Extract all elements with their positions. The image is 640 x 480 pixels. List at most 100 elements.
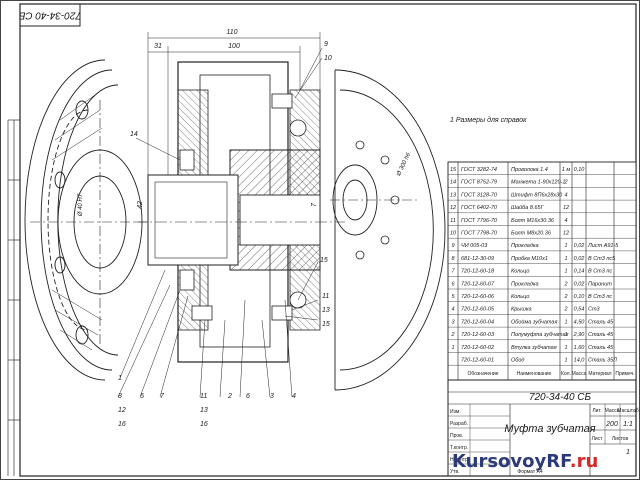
left-end-view xyxy=(24,59,150,381)
spec-cell-mat: В Ст3 пс5 xyxy=(588,256,616,262)
callout-7: 7 xyxy=(160,393,165,400)
callout-12: 12 xyxy=(118,407,126,414)
watermark-accent: ru xyxy=(577,451,599,472)
spec-header-cell: Кол. xyxy=(561,371,571,377)
spec-cell-mat: Сталь 45 xyxy=(588,332,614,338)
watermark-dot: . xyxy=(570,451,577,472)
spec-cell-pos: 7 xyxy=(451,269,455,275)
spec-cell-pos: 13 xyxy=(450,192,457,198)
dim-bore: 42 xyxy=(137,201,144,209)
spec-cell-mat: Ст3 xyxy=(588,307,601,313)
spec-header-cell: Материал xyxy=(588,371,611,377)
spec-cell-mass: 4,50 xyxy=(574,319,586,325)
title-scale: 1:1 xyxy=(623,421,633,428)
spec-cell-mat: Сталь 45 xyxy=(588,319,614,325)
rotated-stamp-code: 720-34-40 СБ xyxy=(18,9,81,20)
title-sheets: 1 xyxy=(626,449,630,456)
role-2: Пров. xyxy=(450,433,463,439)
spec-cell-mass: 1,60 xyxy=(574,345,586,351)
spec-cell-pos: 14 xyxy=(450,180,456,186)
callout-5: 5 xyxy=(140,393,144,400)
spec-cell-name: Пробка М10х1 xyxy=(511,256,548,262)
callout-6: 6 xyxy=(246,393,250,400)
callout-13b: 13 xyxy=(322,307,330,314)
spec-cell-qty: 12 xyxy=(563,231,569,237)
spec-cell-pos: 5 xyxy=(451,294,455,300)
main-section xyxy=(135,61,345,363)
spec-cell-code: 720-12-60-03 xyxy=(461,332,495,338)
callout-13: 13 xyxy=(200,407,208,414)
left-margin-columns xyxy=(7,119,20,476)
spec-cell-pos: 11 xyxy=(450,218,456,224)
title-sheets-label: Листов xyxy=(612,436,629,442)
spec-cell-pos: 3 xyxy=(451,319,455,325)
spec-cell-name: Кольцо xyxy=(511,294,529,300)
role-4: Н.контр. xyxy=(450,457,469,463)
spec-cell-mat: Лист А91-5 xyxy=(587,243,619,249)
spec-cell-qty: 2 xyxy=(563,307,567,313)
spec-cell-mass: 2,90 xyxy=(573,332,586,338)
spec-cell-pos: 12 xyxy=(450,205,456,211)
rotated-stamp: 720-34-40 СБ xyxy=(18,3,81,27)
spec-cell-name: Манжета 1-90х120-1 xyxy=(511,180,565,186)
callouts-right: 9 10 15 11 13 15 xyxy=(320,41,332,328)
title-mass: 200 xyxy=(605,421,618,428)
callouts-left: 1 8 12 16 5 7 11 13 16 2 6 3 4 14 xyxy=(118,131,296,428)
callout-16: 16 xyxy=(118,421,126,428)
spec-cell-name: Прокладка xyxy=(511,243,539,249)
title-lit-label: Лит. xyxy=(592,408,601,414)
callout-14: 14 xyxy=(130,131,138,138)
spec-cell-name: Болт М8х20.36 xyxy=(511,231,552,237)
spec-cell-qty: 12 xyxy=(563,205,569,211)
spec-cell-name: Втулка зубчатая xyxy=(511,345,557,351)
spec-cell-pos: 10 xyxy=(450,231,457,237)
callout-8: 8 xyxy=(118,393,122,400)
spec-cell-name: Крышка xyxy=(511,307,532,313)
spec-cell-code: 720-12-60-18 xyxy=(461,269,495,275)
spec-cell-mat: В Ст3 пс xyxy=(588,294,612,300)
callout-15b: 15 xyxy=(322,321,330,328)
right-end-view xyxy=(330,69,446,391)
spec-cell-code: 720-12-60-05 xyxy=(461,307,495,313)
spec-cell-qty: 1 xyxy=(564,319,567,325)
spec-cell-name: Шайба 8.65Г xyxy=(511,204,545,211)
svg-text:KursovoyRF.ru[interactable]: KursovoyRF.ru xyxy=(452,451,598,472)
spec-header-cell: Обозначение xyxy=(468,371,499,377)
spec-cell-name: Обойма зубчатая xyxy=(511,318,557,325)
title-sheet-label: Лист xyxy=(592,436,604,442)
callout-11: 11 xyxy=(200,393,207,400)
role-1: Разраб. xyxy=(450,421,468,427)
spec-cell-pos: 2 xyxy=(450,332,454,338)
spec-cell-code: ГОСТ 7796-70 xyxy=(461,218,498,224)
spec-cell-mat: В Ст3 пс xyxy=(588,269,612,275)
spec-cell-pos: 8 xyxy=(451,256,455,262)
title-name: Муфта зубчатая xyxy=(504,423,595,435)
spec-cell-mass: 0,02 xyxy=(574,281,585,287)
spec-cell-mass: 0,14 xyxy=(574,269,585,275)
spec-cell-name: Болт М16х30.36 xyxy=(511,218,555,224)
spec-cell-code: 720-12-60-06 xyxy=(461,294,495,300)
dim-shaft: 7 xyxy=(311,202,318,207)
spec-header-cell: Примеч. xyxy=(615,371,634,377)
spec-cell-pos: 4 xyxy=(451,307,454,313)
spec-cell-name: Проволока 1.4 xyxy=(511,167,548,173)
dim-hub-offset: 31 xyxy=(154,43,162,50)
watermark[interactable]: KursovoyRF.ru xyxy=(452,451,598,472)
spec-cell-code: 720-12-60-07 xyxy=(461,281,495,287)
callout-2: 2 xyxy=(227,393,232,400)
callout-1: 1 xyxy=(118,375,122,382)
spec-cell-qty: 2 xyxy=(563,180,567,186)
watermark-main: KursovoyRF xyxy=(452,451,571,472)
spec-cell-mat: Сталь 45 xyxy=(588,345,614,351)
spec-cell-code: ЧИ 005-03 xyxy=(461,243,488,249)
spec-header-cell: Наименование xyxy=(517,371,552,377)
title-designation: 720-34-40 СБ xyxy=(529,392,592,403)
spec-cell-mass: 0,02 xyxy=(574,243,585,249)
spec-cell-code: 720-12-60-04 xyxy=(461,319,494,325)
title-roles: Изм. Разраб. Пров. Т.контр. Н.контр. Утв… xyxy=(450,409,469,475)
spec-cell-code: ГОСТ 3282-74 xyxy=(461,167,497,173)
